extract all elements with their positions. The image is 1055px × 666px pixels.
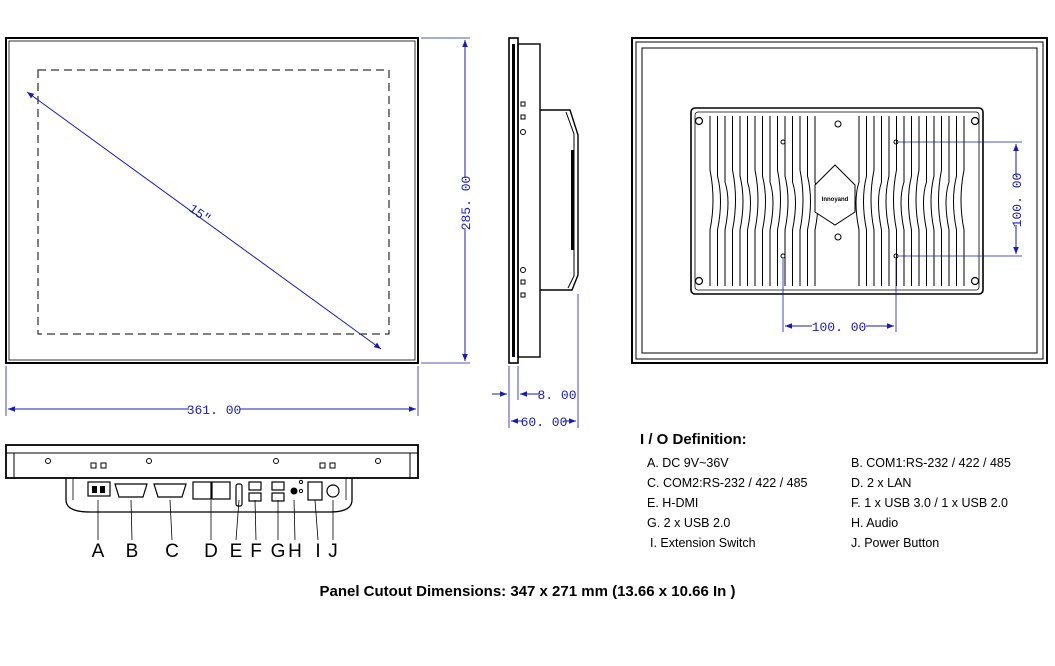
dc-port <box>87 481 111 497</box>
io-item: J. Power Button <box>851 536 940 550</box>
io-item: C. COM2:RS-232 / 422 / 485 <box>647 476 808 490</box>
io-item: G. 2 x USB 2.0 <box>647 516 731 530</box>
io-item: H. Audio <box>851 516 899 530</box>
hdmi-port <box>235 483 243 507</box>
bezel-depth-label: 8. 00 <box>537 388 576 403</box>
lan1-port <box>192 481 212 500</box>
port-letter: A <box>92 541 105 562</box>
rear-logo: Innoyand <box>822 197 849 203</box>
port-leader-line <box>169 499 173 541</box>
active-screen-area <box>37 69 390 335</box>
front-frame-outer <box>5 37 419 364</box>
port-letter: B <box>126 541 139 562</box>
port-letter: H <box>288 541 302 562</box>
vesa-vertical-label: 100. 00 <box>1010 173 1025 228</box>
rear-view: Innoyand 100. 00 100. 00 <box>631 37 1048 364</box>
panel-cutout-caption: Panel Cutout Dimensions: 347 x 271 mm (1… <box>319 583 736 600</box>
power-button <box>326 484 340 498</box>
lan2-port <box>211 481 231 500</box>
front-width-label: 361. 00 <box>187 403 242 418</box>
port-letter: I <box>315 541 320 562</box>
io-item: E. H-DMI <box>647 496 699 510</box>
front-height-label: 285. 00 <box>459 176 474 231</box>
port-leader-line <box>130 499 133 541</box>
io-item: B. COM1:RS-232 / 422 / 485 <box>851 456 1011 470</box>
io-definition-title: I / O Definition: <box>640 431 747 448</box>
total-depth-label: 60. 00 <box>521 415 568 430</box>
port-leader-line <box>235 499 240 541</box>
vesa-horizontal-label: 100. 00 <box>812 320 867 335</box>
com1-port <box>114 483 148 498</box>
port-leader-line <box>293 499 296 541</box>
io-item: D. 2 x LAN <box>851 476 912 490</box>
front-view: 15" 361. 00 285. 00 <box>5 37 474 418</box>
port-leader-line <box>314 499 319 541</box>
port-letter: D <box>204 541 218 562</box>
screen-diagonal-label: 15" <box>186 201 214 227</box>
heatsink-body <box>690 107 984 295</box>
io-item: F. 1 x USB 3.0 / 1 x USB 2.0 <box>851 496 1009 510</box>
io-item: A. DC 9V~36V <box>647 456 729 470</box>
port-leader-line <box>254 499 257 541</box>
com2-port <box>153 483 187 498</box>
side-view: 8. 00 60. 00 <box>492 37 579 430</box>
port-letter: F <box>250 541 262 562</box>
port-letter: C <box>165 541 179 562</box>
audio-jack <box>290 487 298 495</box>
port-letter: G <box>271 541 286 562</box>
port-letter: J <box>328 541 338 562</box>
extension-switch <box>307 481 323 501</box>
port-letter: E <box>230 541 243 562</box>
io-item: I. Extension Switch <box>650 536 756 550</box>
diagonal-dimension-line <box>26 91 382 350</box>
